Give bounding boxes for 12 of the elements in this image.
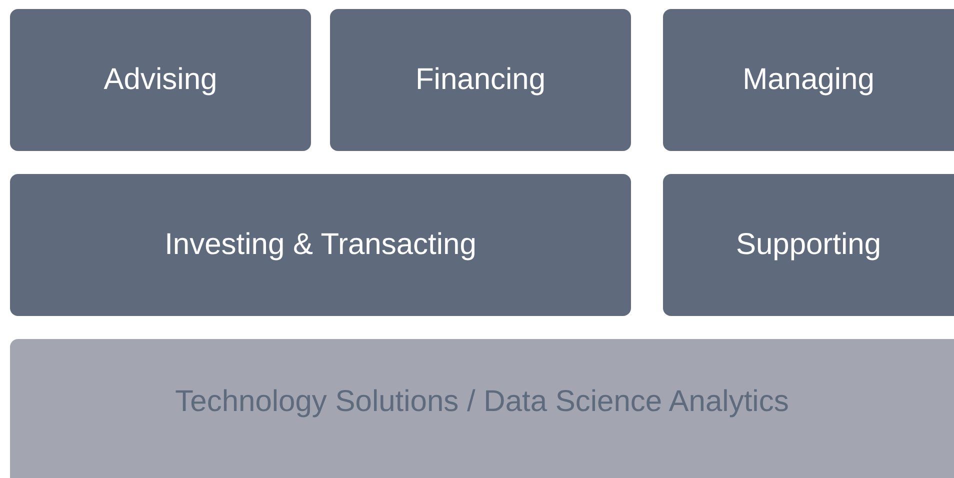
box-label: Managing [742,62,874,98]
category-box [10,174,631,316]
category-box [663,9,954,151]
category-box [663,174,954,316]
box-label: Technology Solutions / Data Science Analytics [175,384,789,420]
box-label: Investing & Transacting [164,227,476,264]
box-label: Supporting [736,227,882,264]
box-label: Financing [415,62,546,98]
foundation-bar [10,339,954,478]
box-label: Advising [104,62,218,98]
category-box [330,9,631,151]
category-box [10,9,311,151]
